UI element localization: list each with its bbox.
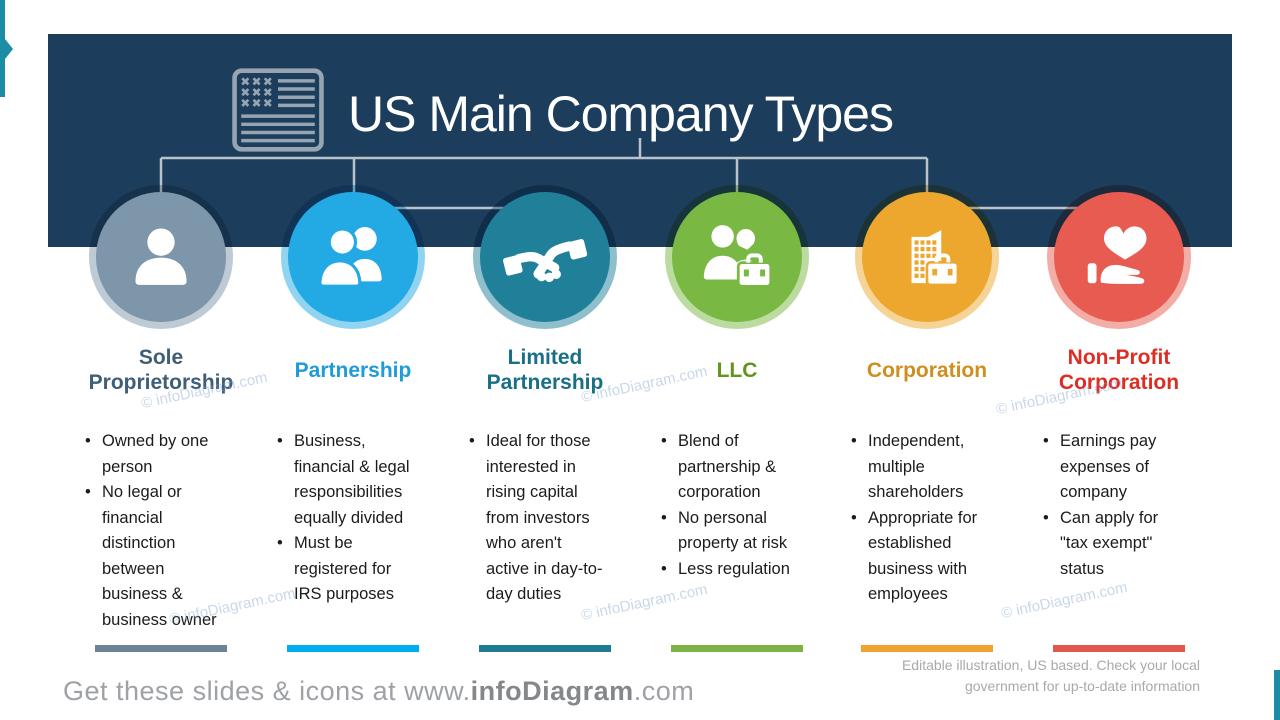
people-briefcase-icon — [703, 225, 773, 288]
bullet-item: Appropriate for established business wit… — [849, 506, 991, 608]
footer-promo-link[interactable]: Get these slides & icons at www.infoDiag… — [63, 676, 694, 707]
circle-disc — [96, 192, 226, 322]
footer-brand: infoDiagram — [470, 676, 634, 706]
column-title: Corporation — [866, 358, 988, 382]
bullet-item: Can apply for "tax exempt" status — [1041, 506, 1183, 583]
footer-disclaimer: Editable illustration, US based. Check y… — [902, 655, 1200, 696]
accent-right-bar — [1274, 670, 1280, 720]
column-title: Non-Profit Corporation — [1058, 346, 1180, 394]
footer-promo-prefix: Get these slides & icons at www. — [63, 676, 471, 706]
column-underline-bar — [1053, 645, 1185, 652]
footer-promo-suffix: .com — [633, 676, 695, 706]
column-non-profit-corporation: Non-Profit Corporation Earnings pay expe… — [1019, 185, 1219, 677]
accent-left-arrow — [0, 0, 14, 97]
circle-disc — [480, 192, 610, 322]
column-title: Partnership — [294, 358, 412, 382]
building-briefcase-icon — [911, 230, 960, 287]
circle-disc — [1054, 192, 1184, 322]
circle-disc — [862, 192, 992, 322]
bullet-item: No personal property at risk — [659, 506, 801, 557]
circle-disc — [288, 192, 418, 322]
us-flag-icon — [232, 68, 324, 152]
column-title: Limited Partnership — [486, 346, 604, 394]
column-partnership: Partnership Business, financial & legal … — [253, 185, 453, 677]
bullet-item: Business, financial & legal responsibili… — [275, 429, 423, 531]
bullet-list: Blend of partnership & corporation No pe… — [659, 429, 801, 582]
column-underline-bar — [287, 645, 419, 652]
header-band: US Main Company Types — [48, 34, 1232, 247]
footer-disclaimer-line2: government for up-to-date information — [964, 677, 1200, 694]
bullet-item: Ideal for those interested in rising cap… — [467, 429, 609, 608]
column-corporation: Corporation Independent, multiple shareh… — [827, 185, 1027, 677]
column-title: Sole Proprietorship — [88, 346, 234, 394]
bullet-list: Independent, multiple shareholders Appro… — [849, 429, 991, 608]
handshake-icon — [503, 239, 588, 283]
two-people-icon — [318, 227, 382, 288]
column-llc: LLC Blend of partnership & corporation N… — [637, 185, 837, 677]
heart-in-hand-icon — [1087, 226, 1147, 284]
footer-disclaimer-line1: Editable illustration, US based. Check y… — [901, 657, 1200, 673]
bullet-list: Owned by one person No legal or financia… — [83, 429, 225, 633]
bullet-item: Less regulation — [659, 557, 801, 583]
bullet-item: Independent, multiple shareholders — [849, 429, 991, 506]
page-title: US Main Company Types — [348, 86, 894, 142]
bullet-item: Must be registered for IRS purposes — [275, 531, 423, 608]
column-underline-bar — [479, 645, 611, 652]
bullet-list: Earnings pay expenses of company Can app… — [1041, 429, 1183, 582]
circle-disc — [672, 192, 802, 322]
column-title: LLC — [716, 358, 758, 382]
bullet-list: Ideal for those interested in rising cap… — [467, 429, 609, 608]
column-sole-proprietorship: Sole Proprietorship Owned by one person … — [61, 185, 261, 677]
person-icon — [135, 228, 187, 285]
bullet-list: Business, financial & legal responsibili… — [275, 429, 423, 608]
bullet-item: Earnings pay expenses of company — [1041, 429, 1183, 506]
bullet-item: Owned by one person — [83, 429, 225, 480]
bullet-item: No legal or financial distinction betwee… — [83, 480, 225, 633]
bullet-item: Blend of partnership & corporation — [659, 429, 801, 506]
column-limited-partnership: Limited Partnership Ideal for those inte… — [445, 185, 645, 677]
column-underline-bar — [95, 645, 227, 652]
column-underline-bar — [671, 645, 803, 652]
column-underline-bar — [861, 645, 993, 652]
